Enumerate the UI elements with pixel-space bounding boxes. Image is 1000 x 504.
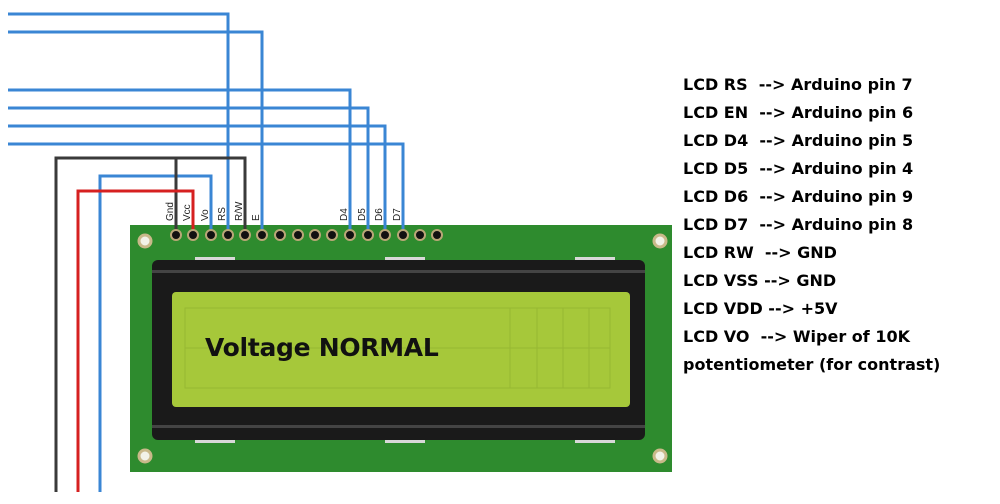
- pin-label-e: E: [251, 214, 262, 221]
- header-pin: [274, 229, 286, 241]
- header-pin: [326, 229, 338, 241]
- connection-line: LCD VO --> Wiper of 10K: [683, 327, 910, 346]
- mounting-holes: [137, 233, 668, 464]
- pin-label-d4: D4: [339, 208, 350, 221]
- pin-label-d7: D7: [392, 208, 403, 221]
- pin-label-vo: Vo: [200, 209, 211, 221]
- pin-label-d6: D6: [374, 208, 385, 221]
- pin-label-d5: D5: [357, 208, 368, 221]
- lcd-screen: [172, 292, 630, 407]
- pin-labels: Gnd Vcc Vo RS R/W E D4 D5 D6 D7: [165, 201, 403, 221]
- connection-line: LCD D7 --> Arduino pin 8: [683, 215, 914, 234]
- header-pin: [187, 229, 199, 241]
- header-pin: [292, 229, 304, 241]
- power-wire: [76, 189, 195, 492]
- header-pin: [205, 229, 217, 241]
- connection-line: potentiometer (for contrast): [683, 355, 941, 374]
- connection-line: LCD RS --> Arduino pin 7: [683, 75, 913, 94]
- header-pin: [239, 229, 251, 241]
- pin-label-vcc: Vcc: [182, 204, 193, 221]
- ground-wire: [54, 156, 247, 492]
- header-pin: [414, 229, 426, 241]
- connection-line: LCD EN --> Arduino pin 6: [683, 103, 914, 122]
- pin-label-rw: R/W: [234, 201, 245, 221]
- header-pin: [309, 229, 321, 241]
- header-pin: [222, 229, 234, 241]
- connection-line: LCD D5 --> Arduino pin 4: [683, 159, 914, 178]
- connection-line: LCD D4 --> Arduino pin 5: [683, 131, 914, 150]
- connection-line: LCD RW --> GND: [683, 243, 837, 262]
- header-pin: [431, 229, 443, 241]
- lcd-display-text: Voltage NORMAL: [205, 333, 439, 362]
- pin-label-gnd: Gnd: [165, 202, 176, 221]
- data-wires: [8, 12, 405, 492]
- header-pin: [256, 229, 268, 241]
- connection-line: LCD VSS --> GND: [683, 271, 837, 290]
- pin-label-rs: RS: [217, 207, 228, 221]
- connection-line: LCD D6 --> Arduino pin 9: [683, 187, 914, 206]
- header-pins: [170, 229, 443, 241]
- connection-line: LCD VDD --> +5V: [683, 299, 838, 318]
- header-pin: [170, 229, 182, 241]
- connection-notes: LCD RS --> Arduino pin 7 LCD EN --> Ardui…: [683, 71, 940, 379]
- header-pin: [362, 229, 374, 241]
- header-pin: [397, 229, 409, 241]
- header-pin: [344, 229, 356, 241]
- header-pin: [379, 229, 391, 241]
